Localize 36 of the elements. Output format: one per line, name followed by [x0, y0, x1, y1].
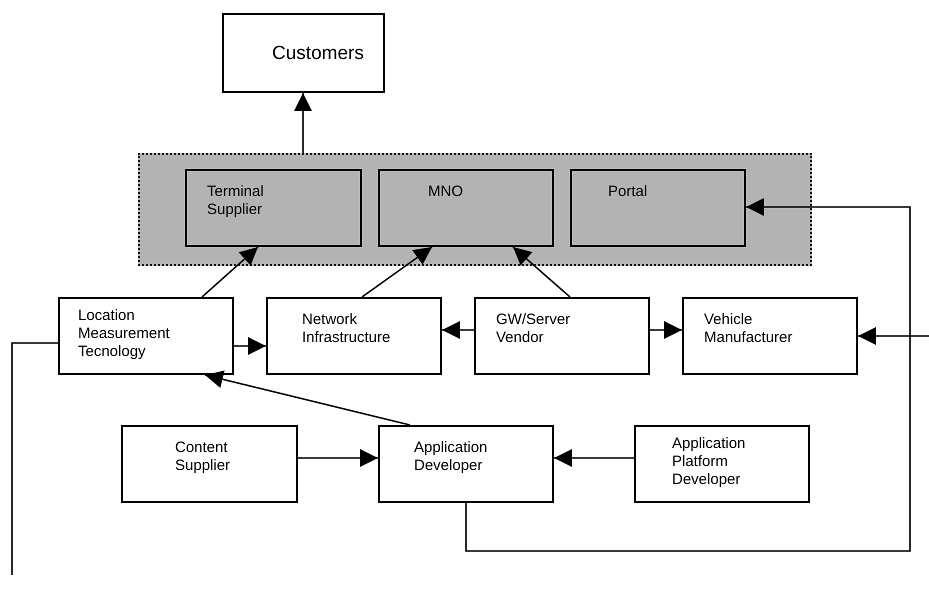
box-label: GW/Server Vendor	[496, 311, 572, 347]
box-label: Terminal Supplier	[207, 183, 265, 219]
arrow	[554, 449, 634, 467]
box-label: Application Platform Developer	[672, 435, 746, 489]
arrow	[362, 246, 432, 298]
arrow	[234, 337, 266, 355]
group-band	[138, 153, 812, 266]
arrow	[294, 93, 312, 153]
arrow	[201, 246, 259, 298]
process-box	[378, 169, 554, 247]
arrow	[298, 449, 378, 467]
arrow	[442, 321, 474, 339]
box-label: Portal	[608, 183, 648, 201]
arrow	[204, 370, 410, 426]
arrow	[858, 327, 929, 345]
box-label: MNO	[428, 183, 464, 201]
box-label: Vehicle Manufacturer	[704, 311, 794, 347]
connector-line	[11, 342, 58, 575]
process-box	[185, 169, 362, 247]
arrow	[512, 246, 571, 298]
box-label: Customers	[272, 45, 365, 63]
box-label: Application Developer	[414, 439, 488, 475]
box-label: Network Infrastructure	[302, 311, 392, 347]
process-box	[634, 425, 810, 503]
process-box	[378, 425, 554, 503]
arrow	[465, 198, 911, 552]
process-box	[121, 425, 298, 503]
process-box	[474, 297, 650, 375]
customer-box	[222, 13, 385, 93]
process-box	[58, 297, 234, 375]
arrow	[650, 321, 682, 339]
process-box	[570, 169, 746, 247]
box-label: Content Supplier	[175, 439, 232, 475]
process-box	[266, 297, 442, 375]
process-box	[682, 297, 858, 375]
box-label: Location Measurement Tecnology	[78, 307, 171, 361]
